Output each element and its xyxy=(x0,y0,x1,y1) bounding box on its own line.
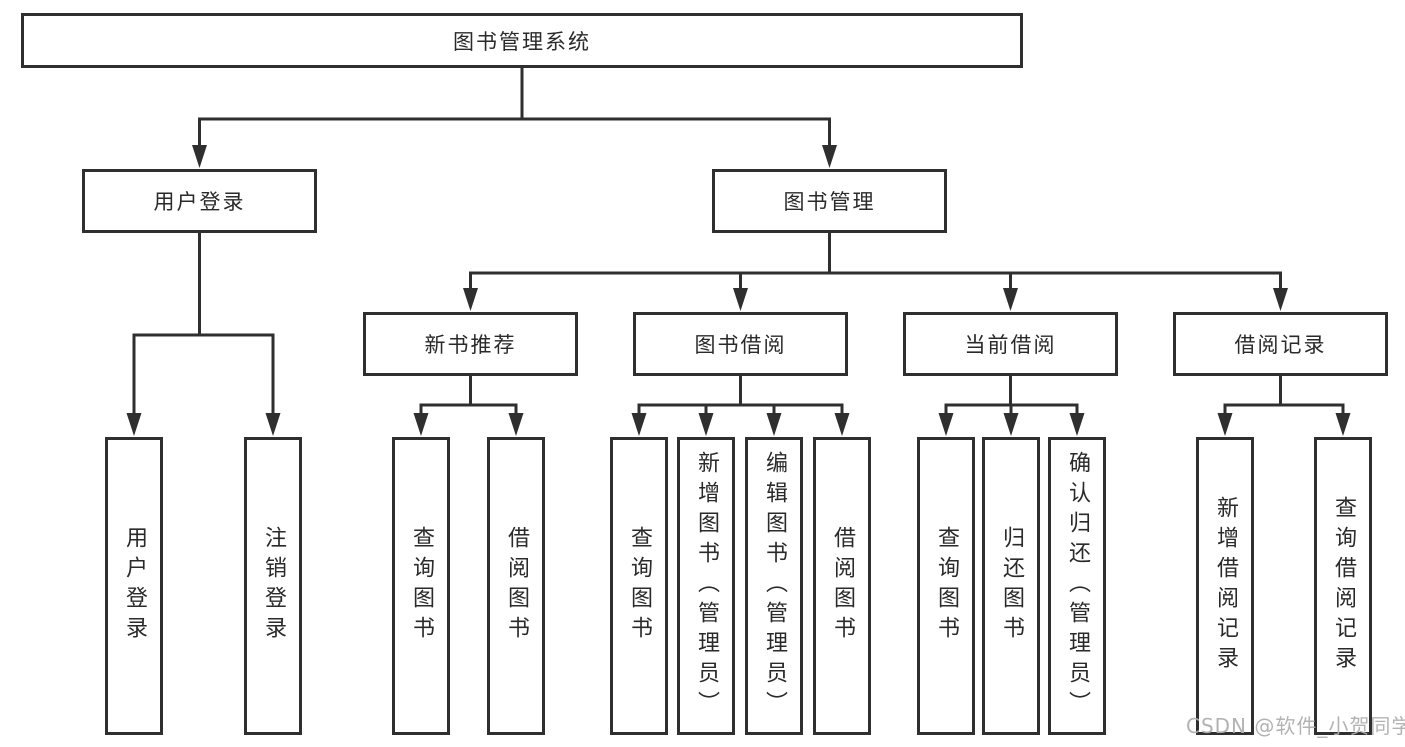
leaf-add-borrow-record: 新增借阅记录 xyxy=(1196,437,1254,735)
leaf-borrow-books-recommend: 借阅图书 xyxy=(487,437,545,735)
watermark: CSDN @软件_小贺同学 xyxy=(1186,714,1405,738)
leaf-return-book: 归还图书 xyxy=(982,437,1040,735)
leaf-edit-book-admin: 编辑图书（管理员） xyxy=(745,437,803,735)
leaf-add-book-admin: 新增图书（管理员） xyxy=(677,437,735,735)
node-current-borrowing: 当前借阅 xyxy=(903,312,1118,376)
leaf-confirm-return-admin: 确认归还（管理员） xyxy=(1048,437,1106,735)
node-root: 图书管理系统 xyxy=(21,13,1023,68)
node-borrowing-records: 借阅记录 xyxy=(1173,312,1388,376)
node-book-management: 图书管理 xyxy=(712,169,947,233)
leaf-query-books-recommend: 查询图书 xyxy=(392,437,450,735)
leaf-user-login: 用户登录 xyxy=(105,437,163,735)
leaf-borrow-books-borrowing: 借阅图书 xyxy=(813,437,871,735)
leaf-query-books-current: 查询图书 xyxy=(917,437,975,735)
node-new-book-recommend: 新书推荐 xyxy=(363,312,578,376)
leaf-query-borrow-record: 查询借阅记录 xyxy=(1314,437,1372,735)
node-book-borrowing: 图书借阅 xyxy=(633,312,848,376)
leaf-query-books-borrowing: 查询图书 xyxy=(610,437,668,735)
leaf-logout: 注销登录 xyxy=(244,437,302,735)
node-user-login: 用户登录 xyxy=(82,169,317,233)
